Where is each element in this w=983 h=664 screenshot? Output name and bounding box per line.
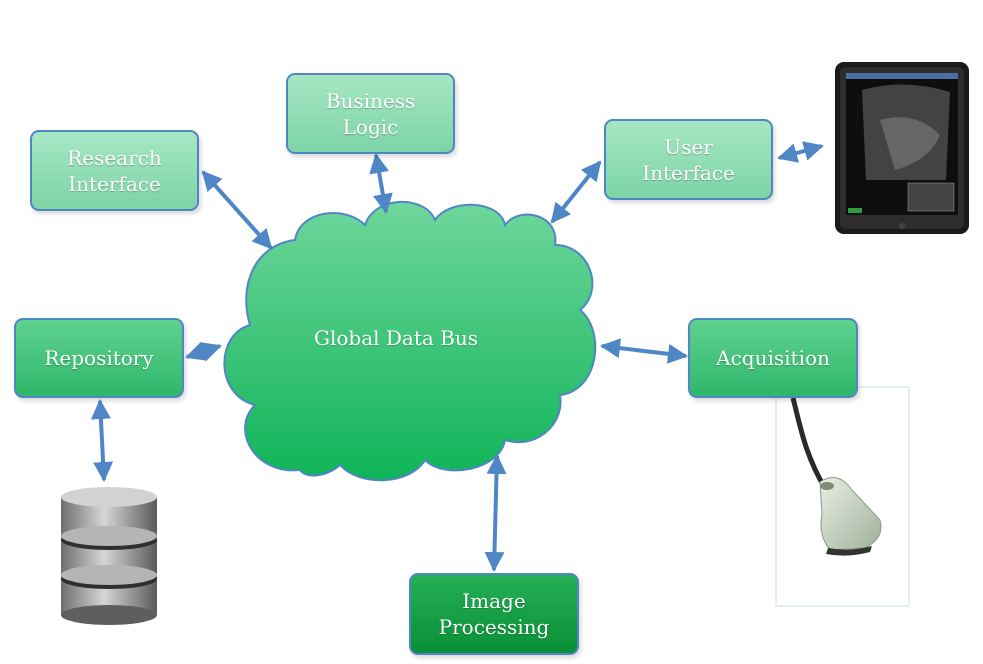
ultrasound-probe-icon — [775, 386, 910, 607]
image-processing-line-1: Image — [462, 589, 526, 613]
research-interface-box: Research Interface — [30, 130, 199, 211]
business-logic-line-2: Logic — [342, 114, 399, 139]
user-interface-line-1: User — [664, 134, 713, 159]
acquisition-label: Acquisition — [716, 346, 830, 370]
global-data-bus-label: Global Data Bus — [313, 326, 478, 350]
repository-box: Repository — [14, 318, 184, 398]
image-processing-line-2: Processing — [438, 615, 550, 639]
research-interface-line-1: Research — [67, 145, 162, 170]
connector-repository — [185, 341, 222, 362]
global-data-bus-cloud — [223, 200, 597, 482]
user-interface-line-2: Interface — [642, 160, 735, 185]
repository-label: Repository — [44, 346, 154, 370]
connector-research-interface — [201, 170, 273, 250]
connector-database — [90, 399, 114, 482]
research-interface-line-2: Interface — [68, 171, 161, 196]
business-logic-box: Business Logic — [286, 73, 455, 154]
business-logic-line-1: Business — [325, 88, 416, 113]
tablet-ultrasound-icon — [835, 62, 969, 234]
database-icon — [61, 487, 157, 625]
connector-acquisition — [600, 338, 688, 364]
image-processing-box: Image Processing — [409, 573, 579, 655]
connectors — [90, 141, 824, 572]
connector-business-logic — [369, 153, 393, 214]
acquisition-box: Acquisition — [688, 318, 858, 398]
connector-user-interface — [550, 160, 602, 224]
user-interface-box: User Interface — [604, 119, 773, 200]
connector-tablet — [777, 141, 824, 163]
connector-image-processing — [484, 454, 507, 572]
